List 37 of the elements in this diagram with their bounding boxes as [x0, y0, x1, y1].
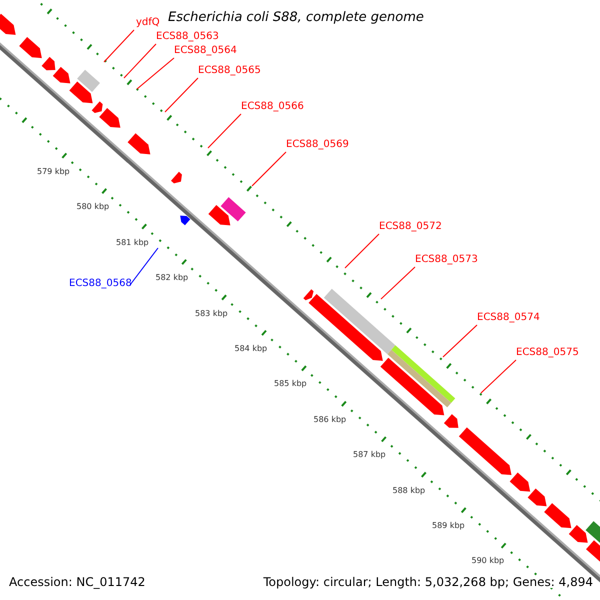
gene-label: ECS88_0566: [241, 102, 304, 112]
leader-line: [252, 152, 286, 186]
leader-line: [124, 44, 156, 78]
leader-line: [104, 30, 134, 62]
leader-line: [442, 324, 478, 358]
gene-label: ECS88_0574: [477, 313, 540, 323]
scale-label: 584 kbp: [234, 345, 268, 353]
scale-label: 585 kbp: [274, 380, 307, 388]
scale-label: 579 kbp: [37, 168, 70, 176]
leader-line: [380, 266, 416, 300]
gene-label: ECS88_0563: [156, 32, 219, 42]
scale-label: 587 kbp: [353, 451, 386, 460]
gene-label: ECS88_0575: [516, 348, 579, 358]
leader-line: [130, 248, 158, 286]
accession-text: Accession: NC_011742: [9, 576, 146, 588]
gene-label: ECS88_0573: [415, 255, 478, 265]
leader-line: [480, 360, 516, 394]
scale-label: 581 kbp: [116, 238, 149, 247]
gene-label: ECS88_0565: [198, 66, 261, 76]
genome-summary-text: Topology: circular; Length: 5,032,268 bp; Genes: 4,894: [263, 576, 593, 588]
scale-label: 582 kbp: [156, 274, 188, 282]
title: Escherichia coli S88, complete genome: [168, 11, 424, 24]
scale-label: 589 kbp: [432, 522, 465, 530]
scale-label: 586 kbp: [314, 416, 346, 424]
scale-label: 583 kbp: [195, 310, 228, 318]
gene-label: ECS88_0568: [69, 279, 132, 289]
scale-label: 590 kbp: [472, 557, 504, 566]
gene-label: ECS88_0572: [379, 222, 442, 232]
gene-label: ECS88_0564: [174, 46, 237, 56]
leader-line: [164, 78, 198, 112]
gene-label: ECS88_0569: [286, 140, 349, 150]
scale-label: 588 kbp: [392, 486, 426, 495]
leader-line: [344, 234, 380, 268]
gene-label: ydfQ: [136, 18, 160, 28]
leader-line: [208, 114, 242, 148]
scale-label: 580 kbp: [76, 203, 110, 212]
leader-line: [136, 58, 174, 90]
